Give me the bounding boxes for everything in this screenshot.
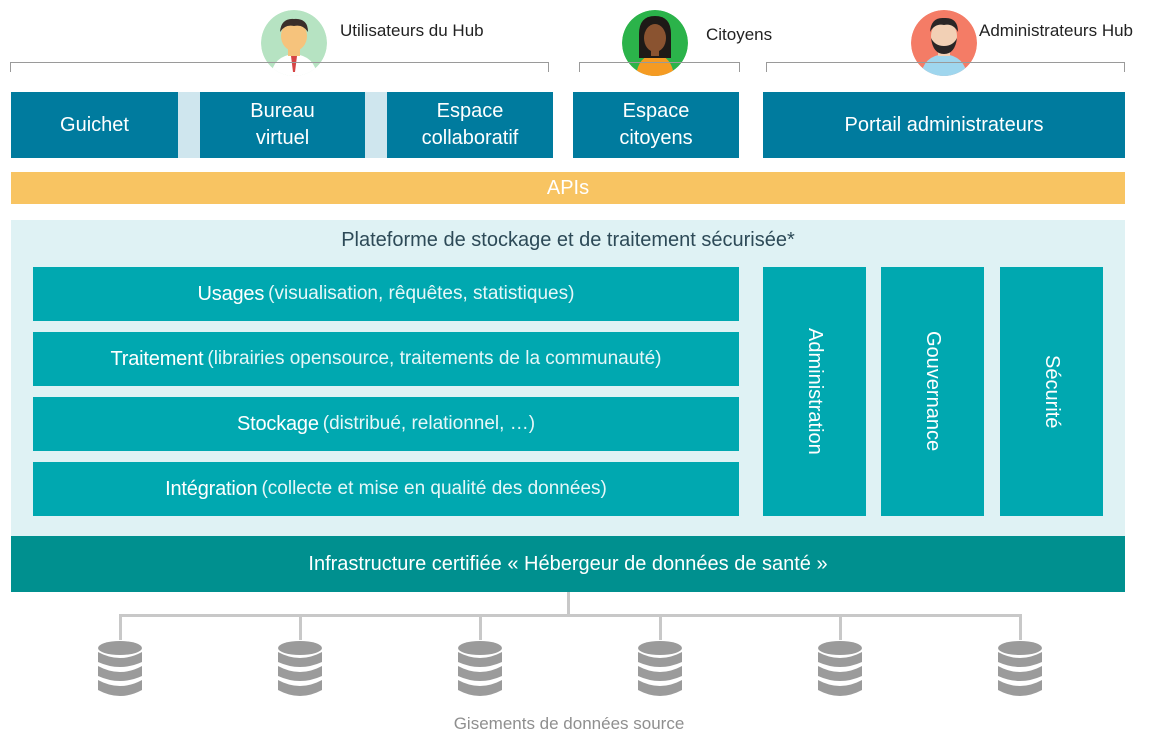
hub-users-label: Utilisateurs du Hub <box>340 21 484 40</box>
infrastructure-bar: Infrastructure certifiée « Hébergeur de … <box>11 536 1125 592</box>
layer-traitement: Traitement (librairies opensource, trait… <box>33 332 739 386</box>
espace-collaboratif-label: Espace collaboratif <box>421 100 519 149</box>
layer-integration: Intégration (collecte et mise en qualité… <box>33 462 739 516</box>
bureau-virtuel-label: Bureau virtuel <box>250 100 315 149</box>
espace-collaboratif-box: Espace collaboratif <box>387 92 553 158</box>
column-administration: Administration <box>763 267 866 516</box>
database-icon <box>277 640 323 700</box>
infrastructure-label: Infrastructure certifiée « Hébergeur de … <box>308 552 828 575</box>
admin-avatar-icon <box>911 10 977 76</box>
hub-users-bracket <box>10 62 549 72</box>
citizens-label: Citoyens <box>706 25 773 44</box>
portail-admin-box: Portail administrateurs <box>763 92 1125 158</box>
guichet-label: Guichet <box>60 113 129 136</box>
layer-name: Stockage <box>236 412 319 435</box>
admins-label: Administrateurs Hub <box>979 21 1134 40</box>
drop-line <box>1019 614 1022 640</box>
database-icon <box>817 640 863 700</box>
trunk-line <box>567 592 570 616</box>
database-icon <box>457 640 503 700</box>
citizen-avatar-icon <box>622 10 688 76</box>
drop-line <box>839 614 842 640</box>
data-sources-caption: Gisements de données source <box>453 714 685 733</box>
layer-name: Usages <box>197 282 265 305</box>
platform-title: Plateforme de stockage et de traitement … <box>341 229 795 251</box>
column-label: Sécurité <box>1041 354 1063 429</box>
guichet-box: Guichet <box>11 92 178 158</box>
portal-connector <box>178 92 200 158</box>
hub-user-avatar-icon <box>261 10 327 76</box>
apis-bar: APIs <box>11 172 1125 204</box>
drop-line <box>659 614 662 640</box>
layer-name: Intégration <box>165 477 258 500</box>
column-gouvernance: Gouvernance <box>881 267 984 516</box>
layer-desc: (visualisation, rêquêtes, statistiques) <box>268 283 575 304</box>
layer-desc: (librairies opensource, traitements de l… <box>207 348 662 369</box>
drop-line <box>299 614 302 640</box>
layer-name: Traitement <box>110 347 204 370</box>
column-label: Gouvernance <box>922 331 944 452</box>
layer-desc: (collecte et mise en qualité des données… <box>261 478 607 499</box>
espace-citoyens-box: Espace citoyens <box>573 92 739 158</box>
drop-line <box>119 614 122 640</box>
database-icon <box>97 640 143 700</box>
portail-admin-label: Portail administrateurs <box>844 113 1044 136</box>
layer-desc: (distribué, relationnel, …) <box>322 413 536 434</box>
database-icon <box>637 640 683 700</box>
portal-connector <box>365 92 387 158</box>
layer-stockage: Stockage (distribué, relationnel, …) <box>33 397 739 451</box>
espace-citoyens-label: Espace citoyens <box>619 100 693 149</box>
citizens-bracket <box>579 62 740 72</box>
admins-bracket <box>766 62 1125 72</box>
column-label: Administration <box>804 328 826 455</box>
column-securite: Sécurité <box>1000 267 1103 516</box>
database-icon <box>997 640 1043 700</box>
branch-line <box>119 614 1022 617</box>
layer-usages: Usages (visualisation, rêquêtes, statist… <box>33 267 739 321</box>
apis-label: APIs <box>546 176 590 199</box>
bureau-virtuel-box: Bureau virtuel <box>200 92 365 158</box>
drop-line <box>479 614 482 640</box>
